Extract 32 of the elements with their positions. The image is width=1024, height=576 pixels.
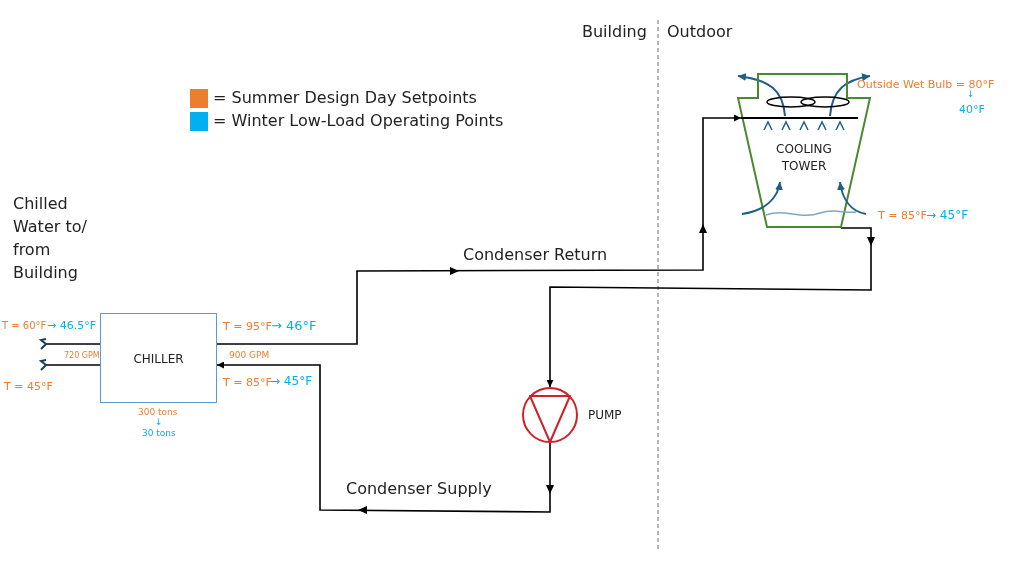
temperature-label: → 45°F: [926, 208, 969, 222]
arrow-glyph: ↓: [155, 417, 163, 427]
temperature-label: → 46°F: [271, 318, 317, 333]
flow-arrow: [216, 114, 742, 345]
edge-label: Condenser Supply: [346, 479, 492, 498]
arrow-glyph: ↓: [967, 89, 975, 99]
temperature-label: → 46.5°F: [47, 319, 97, 332]
equipment-label: CHILLER: [132, 352, 185, 366]
flow-arrow: [216, 361, 554, 514]
legend-label: = Summer Design Day Setpoints: [213, 88, 477, 107]
wet-bulb-label: 40°F: [959, 103, 985, 116]
pipe-line: [38, 338, 101, 350]
temperature-label: T = 45°F: [4, 380, 53, 393]
temperature-label: T = 60°F: [2, 320, 47, 331]
side-note: Chilled Water to/ from Building: [13, 193, 88, 284]
temperature-label: T = 85°F: [878, 209, 927, 222]
chiller-box: [100, 313, 217, 403]
pipe-line: [38, 359, 101, 371]
temperature-label: T = 85°F: [223, 376, 272, 389]
flow-arrow: [546, 227, 875, 388]
wet-bulb-label: Outside Wet Bulb = 80°F: [857, 78, 995, 91]
region-label: Outdoor: [667, 22, 733, 41]
legend-label: = Winter Low-Load Operating Points: [213, 111, 504, 130]
tower-label: COOLING TOWER: [775, 141, 833, 175]
temperature-label: T = 95°F: [223, 320, 272, 333]
flow-rate-label: 720 GPM: [64, 351, 100, 360]
capacity-label: 30 tons: [142, 428, 176, 438]
temperature-label: → 45°F: [270, 374, 313, 388]
flow-rate-label: 900 GPM: [229, 350, 270, 360]
equipment-label: PUMP: [588, 408, 622, 422]
pump-symbol: [522, 387, 578, 443]
region-label: Building: [582, 22, 647, 41]
